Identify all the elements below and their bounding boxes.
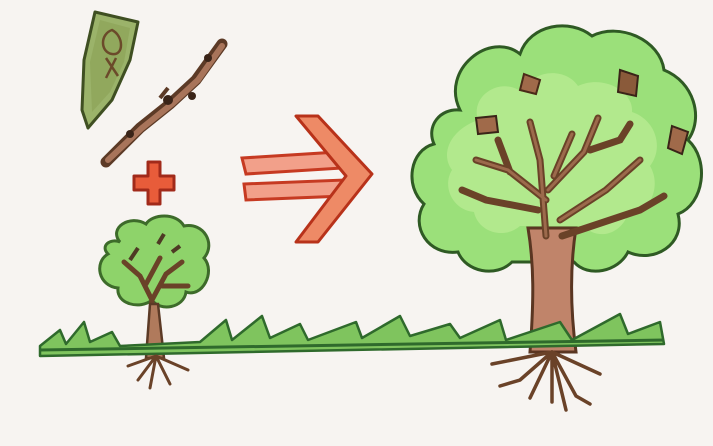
graft-scion-leaf — [80, 10, 140, 130]
small-tree-roots — [126, 354, 190, 390]
grass-ground — [38, 312, 666, 358]
large-tree — [410, 24, 703, 354]
graft-twig — [100, 38, 228, 168]
plus-sign — [132, 160, 176, 206]
result-arrow — [240, 114, 374, 244]
large-tree-roots — [490, 350, 602, 412]
